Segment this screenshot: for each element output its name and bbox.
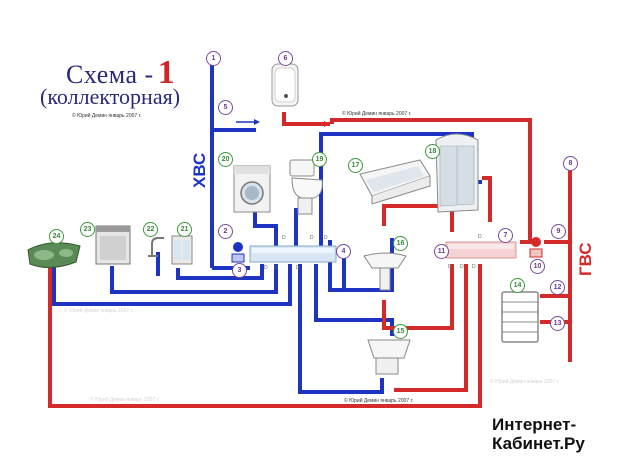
hot-to-bath [382, 204, 454, 232]
svg-text:D: D [448, 264, 452, 270]
watermark: Интернет- Кабинет.Ру [484, 412, 608, 454]
badge-2: 2 [218, 224, 233, 239]
cold-to-bidet-2 [298, 264, 384, 394]
faucet-icon [148, 237, 164, 257]
hot-to-washbasin [382, 264, 454, 330]
badge-18: 18 [425, 144, 440, 159]
badge-15: 15 [393, 324, 408, 339]
toilet-icon [289, 159, 323, 215]
cold-to-dishwasher [110, 264, 278, 294]
watermark-line-1: Интернет- [492, 415, 577, 434]
hot-collector [445, 241, 517, 259]
cold-collector [249, 245, 337, 263]
washing-machine-icon [233, 165, 271, 213]
badge-3: 3 [232, 263, 247, 278]
copyright-bottom: © Юрий Демин январь 2007 г. [344, 398, 414, 404]
badge-16: 16 [393, 236, 408, 251]
svg-text:D: D [472, 264, 476, 270]
badge-23: 23 [80, 222, 95, 237]
svg-text:D: D [460, 264, 464, 270]
cold-water-pipes [52, 62, 482, 394]
badge-7: 7 [498, 228, 513, 243]
copyright-faint-bottom-left: © Юрий Демин январь 2007 г. [90, 397, 160, 403]
valve-cold-inlet [231, 242, 245, 263]
badge-4: 4 [336, 244, 351, 259]
badge-17: 17 [348, 158, 363, 173]
svg-text:D: D [478, 234, 482, 240]
badge-21: 21 [177, 222, 192, 237]
badge-11: 11 [434, 244, 449, 259]
badge-8: 8 [563, 156, 578, 171]
hot-to-shower [482, 176, 492, 222]
badge-1: 1 [206, 51, 221, 66]
badge-10: 10 [530, 259, 545, 274]
water-heater-icon [271, 63, 299, 107]
badge-12: 12 [550, 280, 565, 295]
cold-to-washer [253, 210, 278, 248]
badge-24: 24 [49, 229, 64, 244]
cold-to-sink [52, 264, 292, 306]
filter-icon [171, 235, 193, 265]
badge-14: 14 [510, 278, 525, 293]
hot-to-bidet [394, 264, 468, 392]
badge-6: 6 [278, 51, 293, 66]
badge-9: 9 [551, 224, 566, 239]
hot-from-heater [282, 112, 330, 126]
badge-5: 5 [218, 100, 233, 115]
svg-text:D: D [296, 265, 300, 271]
bathtub-icon [359, 159, 431, 205]
cold-water-label: ХВС [190, 152, 209, 188]
diagram-subtitle: (коллекторная) [40, 84, 181, 109]
flow-arrows [236, 119, 330, 127]
svg-text:D: D [324, 235, 328, 241]
bidet-icon [367, 339, 411, 375]
svg-text:D: D [274, 265, 278, 271]
shower-cabin-icon [435, 133, 479, 213]
sink-icon [27, 242, 81, 268]
dishwasher-icon [95, 225, 131, 265]
valve-hot-inlet [529, 237, 543, 258]
badge-19: 19 [312, 152, 327, 167]
copyright-main: © Юрий Демин январь 2007 г. [72, 113, 142, 119]
svg-text:D: D [282, 235, 286, 241]
cold-to-filter [176, 264, 264, 280]
badge-20: 20 [218, 152, 233, 167]
watermark-line-2: Кабинет.Ру [492, 434, 585, 453]
svg-text:D: D [264, 265, 268, 271]
towel-rail-icon [501, 291, 539, 343]
badge-22: 22 [143, 222, 158, 237]
title-scheme: Схема - [66, 60, 154, 89]
hot-water-label: ГВС [576, 242, 595, 276]
hot-to-sink [48, 262, 482, 408]
copyright-faint-right: © Юрий Демин январь 2007 г. [490, 379, 560, 385]
washbasin-icon [363, 252, 407, 291]
copyright-faint-left: © Юрий Демин январь 2007 г. [64, 308, 134, 314]
diagram-title: Схема -1 [66, 54, 175, 92]
hot-main [330, 118, 532, 244]
copyright-top: © Юрий Демин январь 2007 г. [342, 111, 412, 117]
svg-text:D: D [310, 235, 314, 241]
title-number: 1 [157, 54, 176, 91]
badge-13: 13 [550, 316, 565, 331]
